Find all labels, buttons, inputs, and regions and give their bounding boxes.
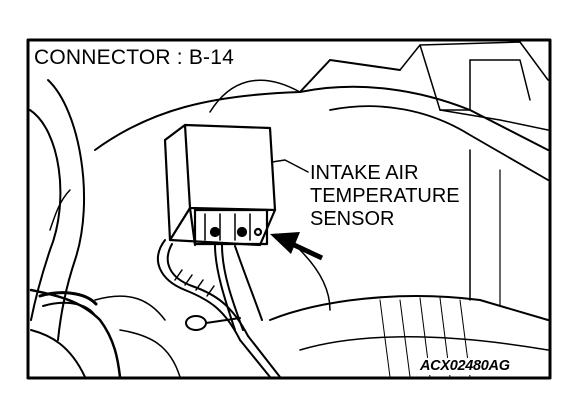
- figure-code: ACX02480AG: [418, 358, 512, 375]
- wire-harness: [156, 239, 281, 378]
- sensor-callout: INTAKE AIR TEMPERATURE SENSOR: [310, 162, 460, 231]
- callout-leader: [271, 159, 309, 173]
- callout-line: INTAKE AIR: [310, 162, 419, 184]
- air-cleaner-housing: [94, 59, 401, 151]
- pointer-arrow: [270, 232, 324, 261]
- callout-line: SENSOR: [310, 208, 395, 230]
- callout-line: TEMPERATURE: [310, 185, 460, 207]
- left-hose: [29, 109, 62, 321]
- sensor-connector: [163, 123, 277, 247]
- connector-label: CONNECTOR : B-14: [34, 47, 238, 70]
- diagram-frame: [26, 38, 552, 380]
- ground-eyelet: [185, 315, 207, 331]
